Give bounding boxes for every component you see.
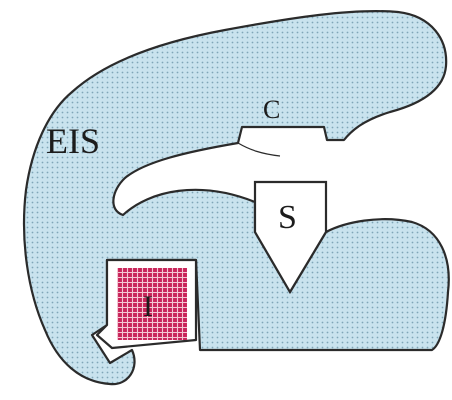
label-channel: C	[263, 95, 280, 124]
label-inhibitor: I	[143, 290, 153, 323]
enzyme-region	[24, 11, 449, 384]
channel-lip	[238, 143, 280, 156]
label-eis: EIS	[46, 121, 100, 161]
label-substrate: S	[278, 199, 297, 236]
